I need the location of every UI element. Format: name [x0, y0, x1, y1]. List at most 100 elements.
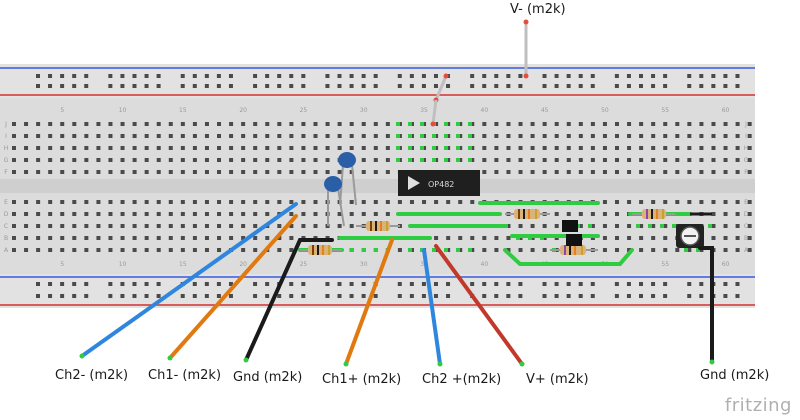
hole [482, 122, 487, 126]
hole [542, 158, 547, 162]
hole [36, 236, 41, 240]
hole [627, 248, 632, 252]
hole [156, 74, 161, 78]
hole [204, 248, 209, 252]
hole [408, 158, 412, 162]
hole [48, 146, 53, 150]
ch2-plus-wire [422, 248, 442, 366]
hole [506, 248, 511, 252]
hole [60, 200, 65, 204]
hole [420, 134, 424, 138]
hole [180, 170, 185, 174]
hole [566, 74, 571, 78]
cap-1-lead-b [351, 164, 357, 206]
hole [542, 74, 547, 78]
hole [265, 74, 270, 78]
hole [168, 248, 173, 252]
hole [180, 134, 185, 138]
hole [458, 236, 463, 240]
row-letter: G [744, 157, 749, 164]
hole [456, 134, 460, 138]
hole [48, 224, 53, 228]
hole [470, 200, 475, 204]
hole [408, 134, 412, 138]
hole [723, 134, 728, 138]
hole [639, 282, 643, 286]
hole [24, 224, 29, 228]
hole [506, 74, 511, 78]
hole [204, 84, 209, 88]
hole [615, 248, 619, 252]
hole [168, 224, 173, 228]
hole [229, 212, 234, 216]
hole [120, 294, 125, 298]
hole [408, 146, 412, 150]
hole [180, 84, 185, 88]
hole [84, 134, 89, 138]
hole [144, 170, 149, 174]
column-number: 25 [300, 107, 308, 114]
hole [626, 74, 631, 78]
column-number: 15 [179, 107, 187, 114]
hole [60, 84, 65, 88]
hole [626, 294, 631, 298]
column-number: 55 [661, 107, 669, 114]
hole [108, 134, 113, 138]
hole [735, 212, 740, 216]
hole [747, 158, 752, 162]
hole [313, 122, 318, 126]
hole [651, 200, 656, 204]
hole [84, 282, 89, 286]
hole [699, 200, 704, 204]
hole [458, 122, 463, 126]
hole [528, 236, 532, 240]
hole [289, 212, 294, 216]
hole [120, 248, 125, 252]
trace-6 [503, 248, 634, 266]
hole [361, 122, 366, 126]
row-letter: C [744, 223, 748, 230]
hole [554, 146, 559, 150]
hole [699, 134, 704, 138]
hole [180, 146, 185, 150]
hole [349, 212, 354, 216]
hole [687, 134, 692, 138]
hole [675, 200, 680, 204]
hole [747, 248, 752, 252]
hole [204, 200, 209, 204]
hole [373, 294, 378, 298]
hole [325, 134, 330, 138]
hole [313, 200, 318, 204]
hole [48, 122, 53, 126]
hole [627, 170, 632, 174]
hole [615, 146, 619, 150]
hole [241, 134, 246, 138]
hole [24, 236, 29, 240]
hole [72, 294, 77, 298]
hole [723, 294, 728, 298]
hole [337, 224, 342, 228]
hole [506, 294, 511, 298]
hole [651, 74, 656, 78]
hole [301, 84, 306, 88]
row-letter: I [745, 133, 747, 140]
hole [458, 158, 463, 162]
hole [492, 224, 496, 228]
hole [385, 212, 390, 216]
hole [422, 122, 427, 126]
label-gnd-left: Gnd (m2k) [233, 370, 303, 385]
hole [48, 236, 53, 240]
hole [711, 74, 716, 78]
row-letter: J [4, 121, 7, 128]
hole [24, 122, 29, 126]
label-ch2-plus: Ch2 +(m2k) [422, 372, 502, 387]
hole [36, 122, 41, 126]
hole [566, 146, 571, 150]
hole [361, 146, 366, 150]
capacitor-2 [324, 176, 342, 192]
hole [408, 248, 412, 252]
hole [253, 236, 258, 240]
hole [434, 200, 439, 204]
hole [349, 146, 354, 150]
